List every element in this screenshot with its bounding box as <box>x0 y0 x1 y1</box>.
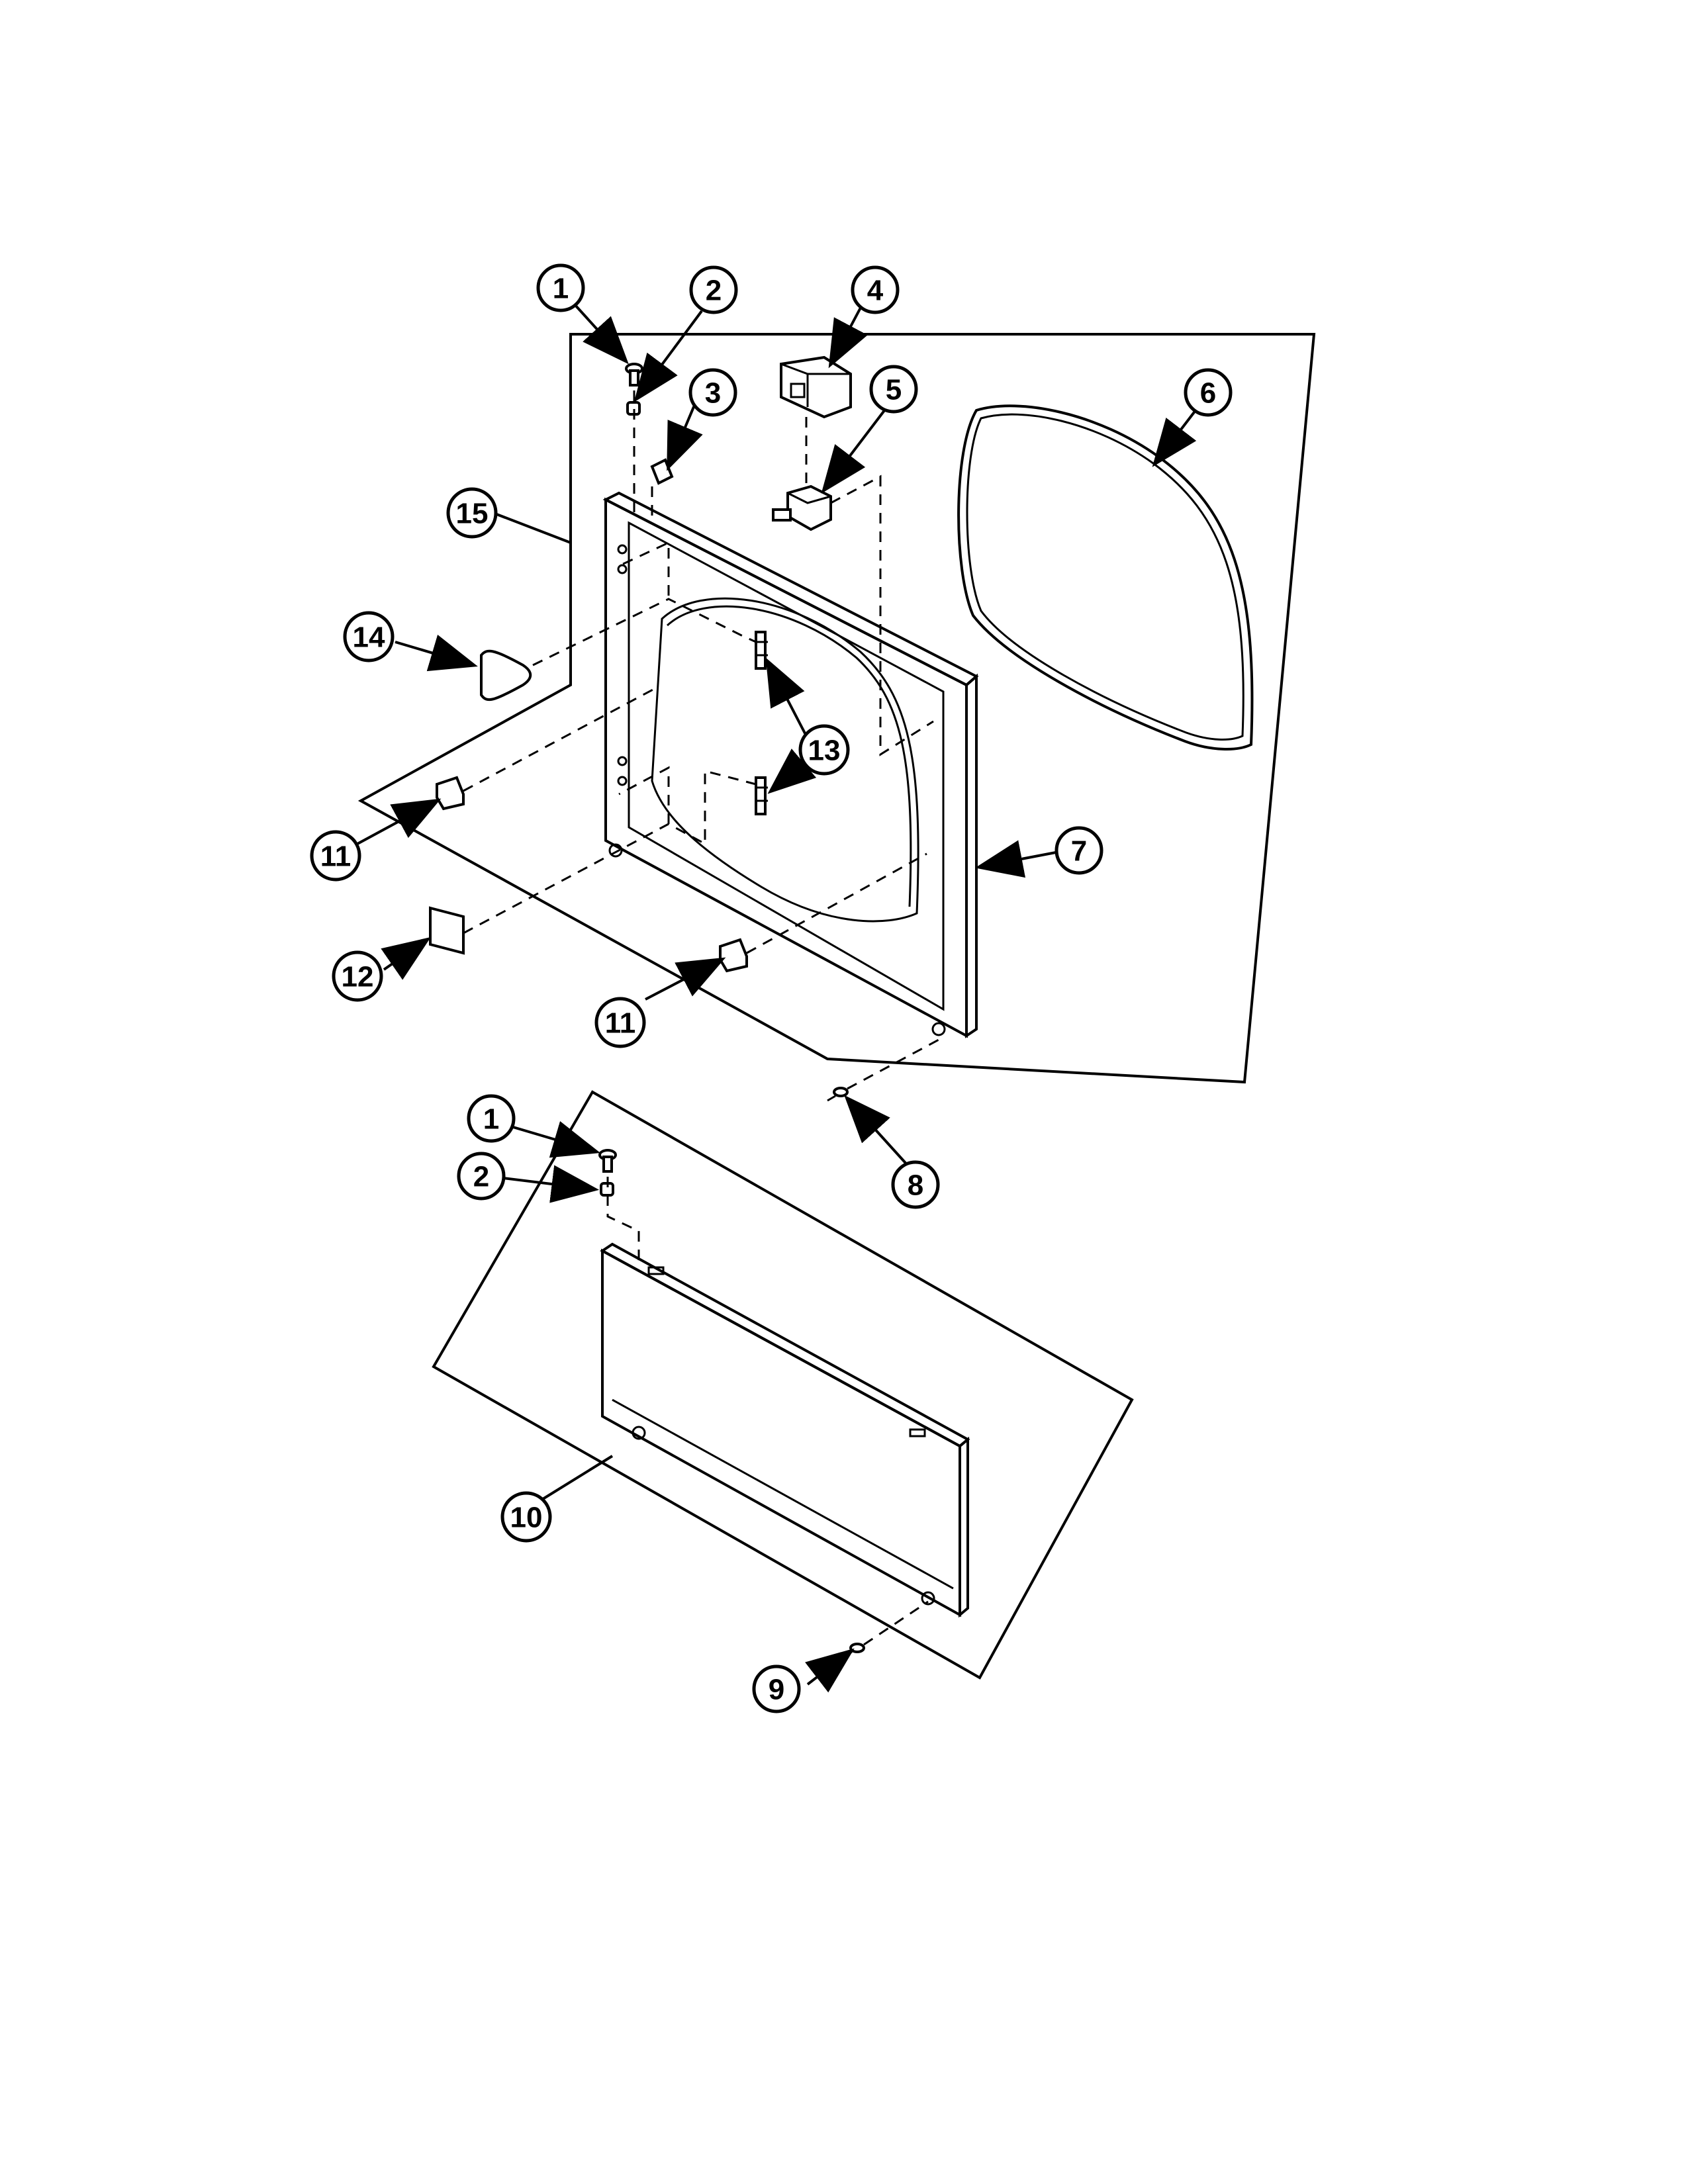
front-panel-frame <box>602 491 979 1038</box>
screw-top <box>625 363 643 387</box>
svg-text:15: 15 <box>456 498 489 530</box>
svg-text:4: 4 <box>867 275 884 307</box>
callout-5: 5 <box>869 365 918 414</box>
svg-text:1: 1 <box>483 1103 499 1136</box>
callout-12: 12 <box>332 950 383 1002</box>
screw-lower <box>598 1149 617 1173</box>
callout-3: 3 <box>688 368 737 417</box>
svg-text:12: 12 <box>342 961 374 993</box>
triangle-insert <box>480 649 532 701</box>
svg-text:11: 11 <box>320 841 352 873</box>
svg-text:13: 13 <box>808 735 841 767</box>
svg-text:2: 2 <box>706 275 722 307</box>
callout-2-top: 2 <box>689 265 738 314</box>
svg-text:9: 9 <box>769 1674 784 1706</box>
svg-text:11: 11 <box>605 1007 636 1040</box>
callout-11-left: 11 <box>310 830 361 882</box>
callout-13: 13 <box>798 724 850 776</box>
svg-text:2: 2 <box>473 1161 489 1193</box>
screw-8 <box>827 1087 849 1102</box>
callout-7: 7 <box>1055 826 1103 875</box>
svg-text:6: 6 <box>1200 377 1216 410</box>
hinge-bracket-upper <box>755 631 768 670</box>
door-switch <box>772 484 832 531</box>
svg-text:8: 8 <box>908 1169 923 1202</box>
callout-9: 9 <box>752 1664 801 1713</box>
callout-2-lower: 2 <box>457 1152 506 1201</box>
svg-text:3: 3 <box>705 377 721 410</box>
toe-panel-backplane <box>432 1090 1134 1680</box>
callout-11-bottom: 11 <box>594 997 646 1048</box>
callout-4: 4 <box>851 265 900 314</box>
door-opening <box>651 597 919 923</box>
clip-left <box>436 776 465 811</box>
callout-14: 14 <box>343 611 395 662</box>
hinge-bracket-lower <box>755 776 768 815</box>
door-seal <box>957 404 1254 751</box>
svg-text:14: 14 <box>353 621 385 654</box>
svg-text:5: 5 <box>886 374 902 406</box>
callout-6: 6 <box>1184 368 1233 417</box>
svg-text:7: 7 <box>1071 835 1087 868</box>
svg-text:10: 10 <box>510 1502 543 1534</box>
svg-text:1: 1 <box>553 273 569 305</box>
callout-1-top: 1 <box>536 263 585 312</box>
switch-bracket <box>780 355 852 419</box>
callout-8: 8 <box>891 1160 940 1209</box>
callout-1-lower: 1 <box>467 1094 516 1143</box>
callout-10: 10 <box>500 1491 552 1543</box>
toe-panel <box>600 1242 970 1618</box>
clip-bottom <box>719 938 748 973</box>
callout-15: 15 <box>446 487 498 539</box>
leader-lines <box>357 303 1199 1693</box>
label-sheet <box>429 906 465 955</box>
front-panel-backplane <box>357 333 1316 1084</box>
